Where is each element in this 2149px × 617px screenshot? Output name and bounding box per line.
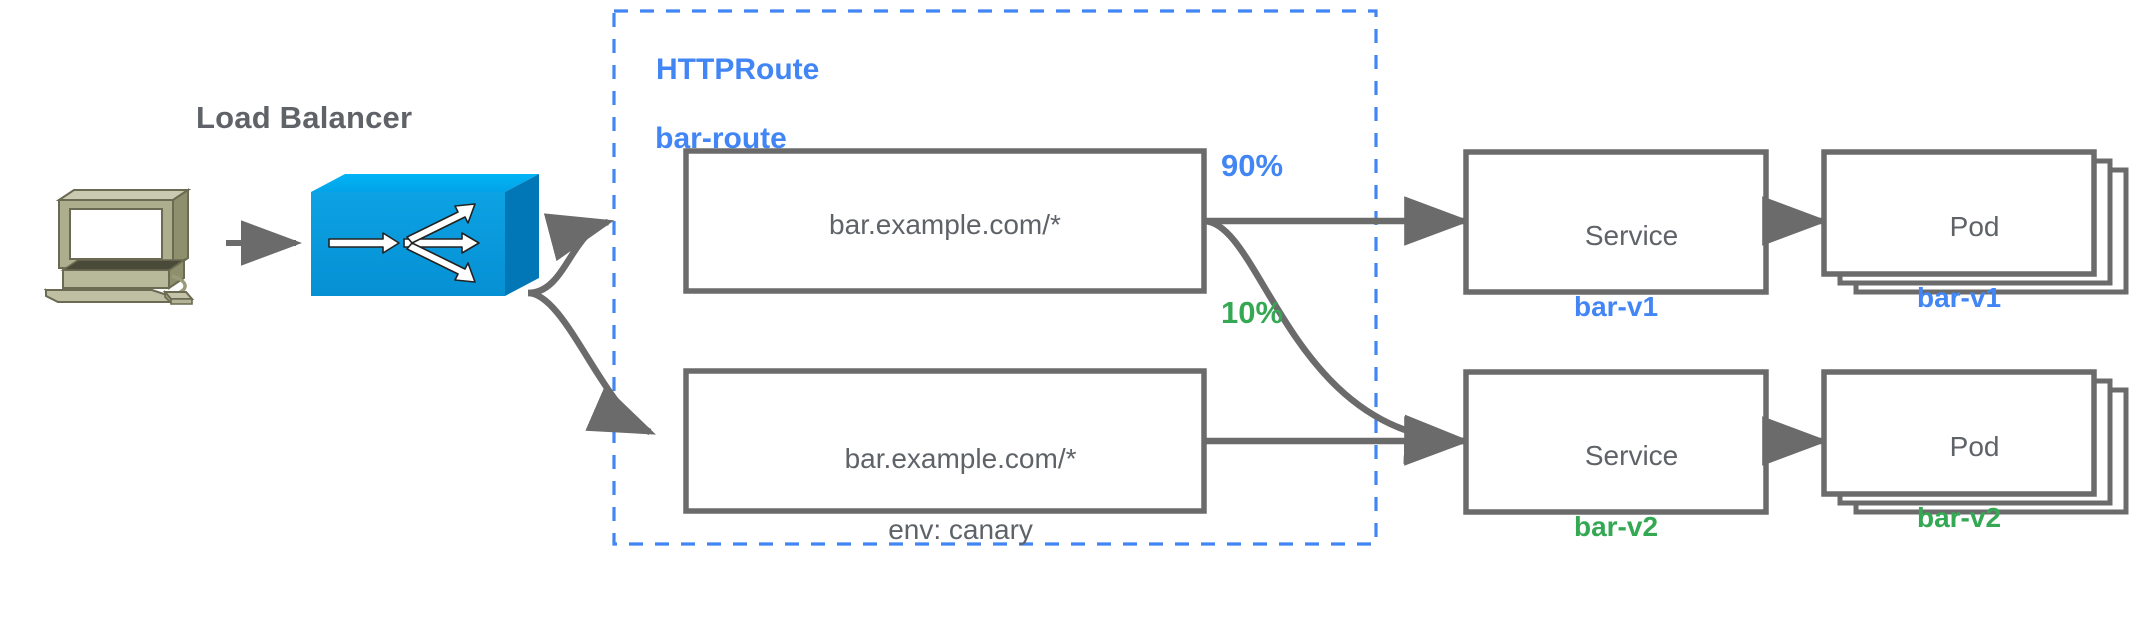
diagram-canvas: Load Balancer HTTPRoute bar-route bar.ex… xyxy=(43,9,2129,546)
service-v1-name: bar-v1 xyxy=(1573,291,1659,323)
connector-lb-to-rule-2 xyxy=(527,289,656,435)
rule-2-match-text: bar.example.com/* env: canary xyxy=(686,405,1204,584)
httproute-name-label: bar-route xyxy=(655,121,787,155)
pod-box-v1[interactable] xyxy=(1821,149,2097,277)
load-balancer-label: Load Balancer xyxy=(196,100,413,135)
desktop-computer-icon xyxy=(43,188,195,305)
pod-v1-name: bar-v1 xyxy=(1916,282,2002,314)
service-v2-text: Service bar-v2 xyxy=(1466,402,1766,617)
rule-box-2[interactable] xyxy=(683,368,1207,514)
rule-2-header-match: env: canary xyxy=(888,514,1033,546)
service-v1-text: Service bar-v1 xyxy=(1466,182,1766,397)
pod-stack-v1 xyxy=(1821,149,2129,295)
diagram-vector-layer xyxy=(43,9,2129,546)
service-v2-name: bar-v2 xyxy=(1573,511,1659,543)
rule-2-hostname: bar.example.com/* xyxy=(844,442,1077,474)
rule-1-match-text: bar.example.com/* xyxy=(829,209,1061,240)
httproute-title: HTTPRoute bar-route xyxy=(556,18,886,225)
service-box-v2[interactable] xyxy=(1463,369,1769,515)
pod-v2-text: Pod bar-v2 xyxy=(1824,393,2094,608)
pod-v1-text: Pod bar-v1 xyxy=(1824,173,2094,388)
httproute-boundary xyxy=(612,9,1378,546)
pod-v2-name: bar-v2 xyxy=(1916,502,2002,534)
service-v2-kind: Service xyxy=(1584,439,1679,471)
service-v1-kind: Service xyxy=(1584,219,1679,251)
load-balancer-icon xyxy=(311,174,539,296)
service-box-v1[interactable] xyxy=(1463,149,1769,295)
pod-v1-kind: Pod xyxy=(1949,210,2000,242)
connector-lb-to-rule-1 xyxy=(527,213,615,297)
weight-label-90: 90% xyxy=(1221,148,1284,183)
rule-box-1[interactable] xyxy=(683,148,1207,294)
connector-rule1-to-service-v2 xyxy=(1203,217,1471,464)
pod-box-v2[interactable] xyxy=(1821,369,2097,497)
pod-v2-kind: Pod xyxy=(1949,430,2000,462)
httproute-kind-label: HTTPRoute xyxy=(656,52,820,86)
weight-label-10: 10% xyxy=(1221,295,1284,330)
pod-stack-v2 xyxy=(1821,369,2129,515)
